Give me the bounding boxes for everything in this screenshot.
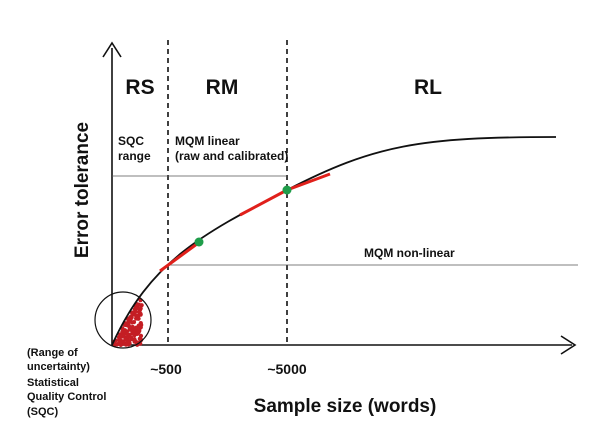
uncertainty-dot <box>128 315 134 320</box>
uncertainty-dot <box>135 331 140 336</box>
x-tick-5000: ~5000 <box>267 361 307 377</box>
uncertainty-dot <box>120 329 125 334</box>
mqm-linear-label-line-1: MQM linear <box>175 134 240 148</box>
uncertainty-dot <box>130 311 135 316</box>
linear-segment-3 <box>286 172 331 192</box>
sqc-range-label-line-2: range <box>118 149 151 163</box>
x-axis-title: Sample size (words) <box>254 396 437 417</box>
uncertainty-dot <box>123 322 128 327</box>
uncertainty-dot <box>133 313 138 318</box>
linear-segment-2 <box>239 188 288 217</box>
uncertainty-dot <box>132 307 137 312</box>
uncertainty-dot <box>132 337 137 342</box>
uncertainty-dot <box>119 339 124 344</box>
uncertainty-dot <box>131 329 136 334</box>
linear-segment-1 <box>159 239 202 273</box>
sqc-note-line-5: (SQC) <box>27 406 59 418</box>
uncertainty-dot <box>135 316 141 321</box>
uncertainty-dot <box>131 320 137 325</box>
sqc-note-line-3: Statistical <box>27 377 79 389</box>
sqc-note-line-1: (Range of <box>27 347 78 359</box>
mqm-nonlinear-label: MQM non-linear <box>364 246 455 260</box>
uncertainty-dot <box>138 311 143 316</box>
sqc-range-label-line-1: SQC <box>118 134 144 148</box>
y-axis-title: Error tolerance <box>72 122 93 258</box>
uncertainty-dot <box>126 334 131 339</box>
uncertainty-dot <box>123 336 128 342</box>
uncertainty-dot <box>118 342 123 347</box>
uncertainty-dot <box>139 303 144 308</box>
region-rs-label: RS <box>125 76 154 99</box>
uncertainty-dot <box>127 324 132 329</box>
sqc-note-line-2: uncertainty) <box>27 361 90 373</box>
uncertainty-dot <box>130 324 135 329</box>
uncertainty-dot <box>136 327 141 333</box>
y-axis-arrow-icon <box>102 41 122 58</box>
region-rm-label: RM <box>206 76 239 99</box>
uncertainty-dots <box>112 298 144 347</box>
marker-point-1 <box>194 237 204 247</box>
uncertainty-dot <box>137 308 142 313</box>
sqc-note-line-4: Quality Control <box>27 391 106 403</box>
x-axis-arrow-icon <box>560 335 577 355</box>
uncertainty-dot <box>138 333 144 338</box>
uncertainty-dot <box>121 333 126 338</box>
mqm-linear-label-line-2: (raw and calibrated) <box>175 149 288 163</box>
error-tolerance-curve <box>111 136 557 346</box>
uncertainty-circle <box>94 291 152 349</box>
uncertainty-dot <box>125 340 130 345</box>
marker-point-2 <box>282 185 292 195</box>
region-rl-label: RL <box>414 76 442 99</box>
x-tick-500: ~500 <box>150 361 182 377</box>
